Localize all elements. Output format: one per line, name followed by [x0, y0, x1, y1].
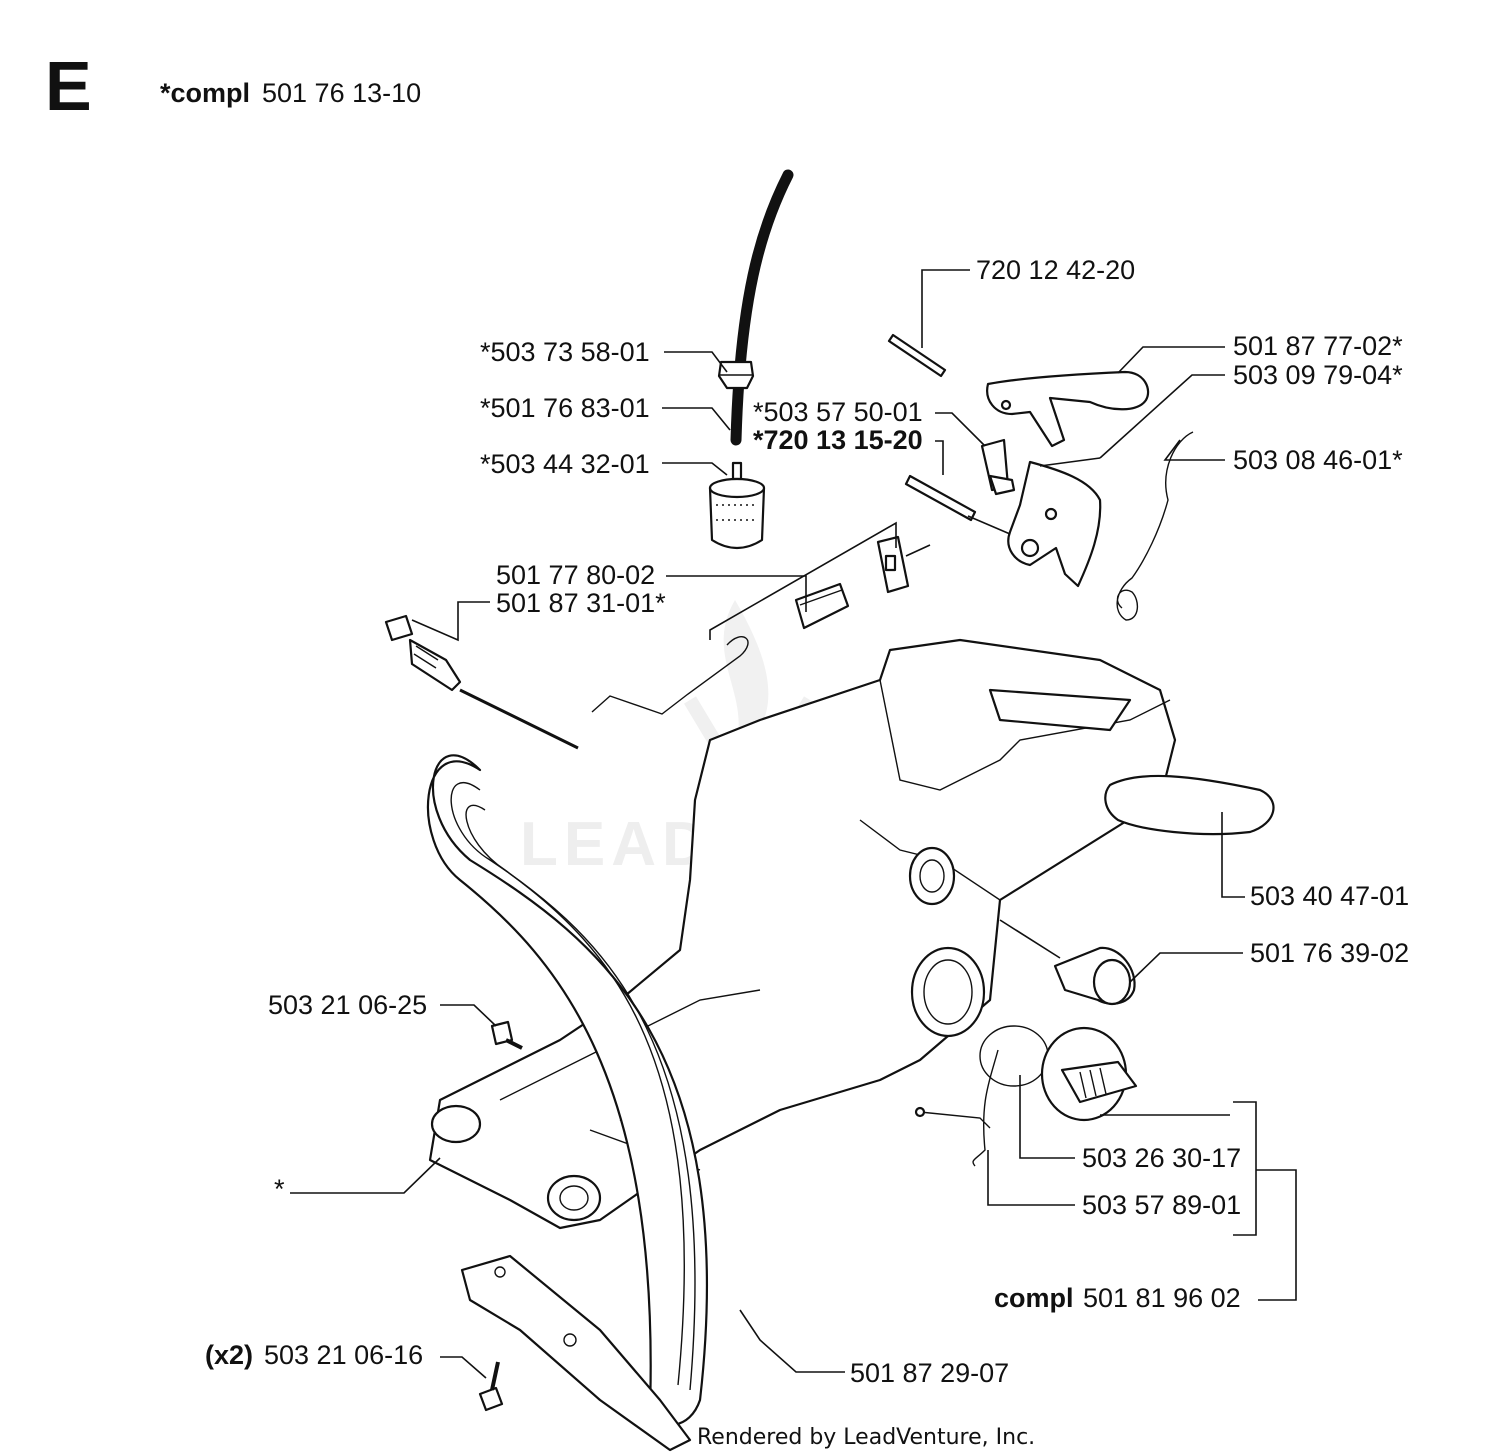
fuel-hose	[717, 169, 794, 446]
label-503-73-58-01: *503 73 58-01	[480, 337, 650, 367]
front-handle-bar	[426, 754, 709, 1426]
header-number: 501 76 13-10	[262, 78, 421, 108]
screw-503-21-06-25	[490, 1020, 523, 1050]
label-501-76-83-01: *501 76 83-01	[480, 393, 650, 423]
throttle-lockout	[986, 370, 1150, 448]
fuel-filter	[708, 461, 766, 550]
header-prefix: *compl	[160, 78, 250, 108]
label-asterisk: *	[274, 1174, 285, 1204]
spring-pin-top	[887, 333, 947, 378]
choke-clip	[876, 535, 910, 594]
footer-credit: Rendered by LeadVenture, Inc.	[697, 1425, 1035, 1450]
label-720-12-42-20: 720 12 42-20	[976, 255, 1135, 285]
throttle-trigger	[1007, 460, 1102, 588]
label-501-76-39-02: 501 76 39-02	[1250, 938, 1409, 968]
rear-handle	[1104, 774, 1275, 836]
label-503-08-46-01: 503 08 46-01*	[1233, 445, 1403, 475]
oil-cap	[1040, 1026, 1138, 1122]
throttle-rod	[384, 614, 579, 750]
handle-bracket	[460, 1254, 692, 1452]
spring-pin-middle	[904, 474, 977, 522]
choke-rod	[591, 636, 749, 715]
bushing	[1053, 946, 1136, 1006]
label-x2-prefix: (x2)	[205, 1340, 253, 1370]
screw-503-21-06-16	[478, 1361, 504, 1412]
cap-strap	[914, 1049, 999, 1167]
clip	[980, 438, 1016, 496]
label-503-21-06-16: 503 21 06-16	[264, 1340, 423, 1370]
label-720-13-15-20: *720 13 15-20	[753, 425, 923, 455]
label-503-21-06-25: 503 21 06-25	[268, 990, 427, 1020]
label-compl-prefix: compl	[994, 1283, 1074, 1313]
label-503-57-89-01: 503 57 89-01	[1082, 1190, 1241, 1220]
label-503-09-79-04: 503 09 79-04*	[1233, 360, 1403, 390]
section-letter: E	[45, 47, 92, 125]
label-501-87-31-01: 501 87 31-01*	[496, 588, 666, 618]
choke-plate	[794, 582, 850, 630]
label-503-26-30-17: 503 26 30-17	[1082, 1143, 1241, 1173]
trigger-spring	[1116, 431, 1194, 621]
label-501-81-96-02: 501 81 96 02	[1083, 1283, 1241, 1313]
leader-lines	[290, 269, 1297, 1379]
label-503-44-32-01: *503 44 32-01	[480, 449, 650, 479]
label-503-57-50-01: *503 57 50-01	[753, 397, 923, 427]
label-501-87-77-02: 501 87 77-02*	[1233, 331, 1403, 361]
label-501-77-80-02: 501 77 80-02	[496, 560, 655, 590]
label-501-87-29-07: 501 87 29-07	[850, 1358, 1009, 1388]
label-503-40-47-01: 503 40 47-01	[1250, 881, 1409, 911]
